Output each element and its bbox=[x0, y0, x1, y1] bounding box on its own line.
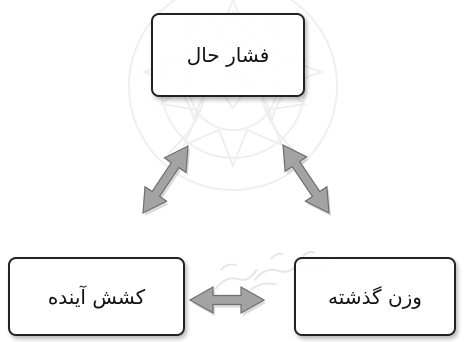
present-past-arrow-shadow bbox=[285, 148, 331, 216]
present-pressure-label: فشار حال bbox=[186, 43, 270, 67]
present-past-arrow bbox=[282, 143, 330, 215]
present-future-arrow bbox=[142, 144, 189, 215]
past-weight-node: وزن گذشته bbox=[294, 257, 456, 336]
future-past-arrow bbox=[188, 285, 266, 315]
present-pressure-node: فشار حال bbox=[151, 13, 305, 97]
future-pull-node: کشش آینده bbox=[8, 257, 185, 336]
present-future-arrow-shadow bbox=[145, 149, 190, 216]
future-pull-label: کشش آینده bbox=[47, 284, 146, 309]
future-past-arrow-shadow bbox=[192, 290, 266, 316]
past-weight-label: وزن گذشته bbox=[328, 284, 422, 309]
